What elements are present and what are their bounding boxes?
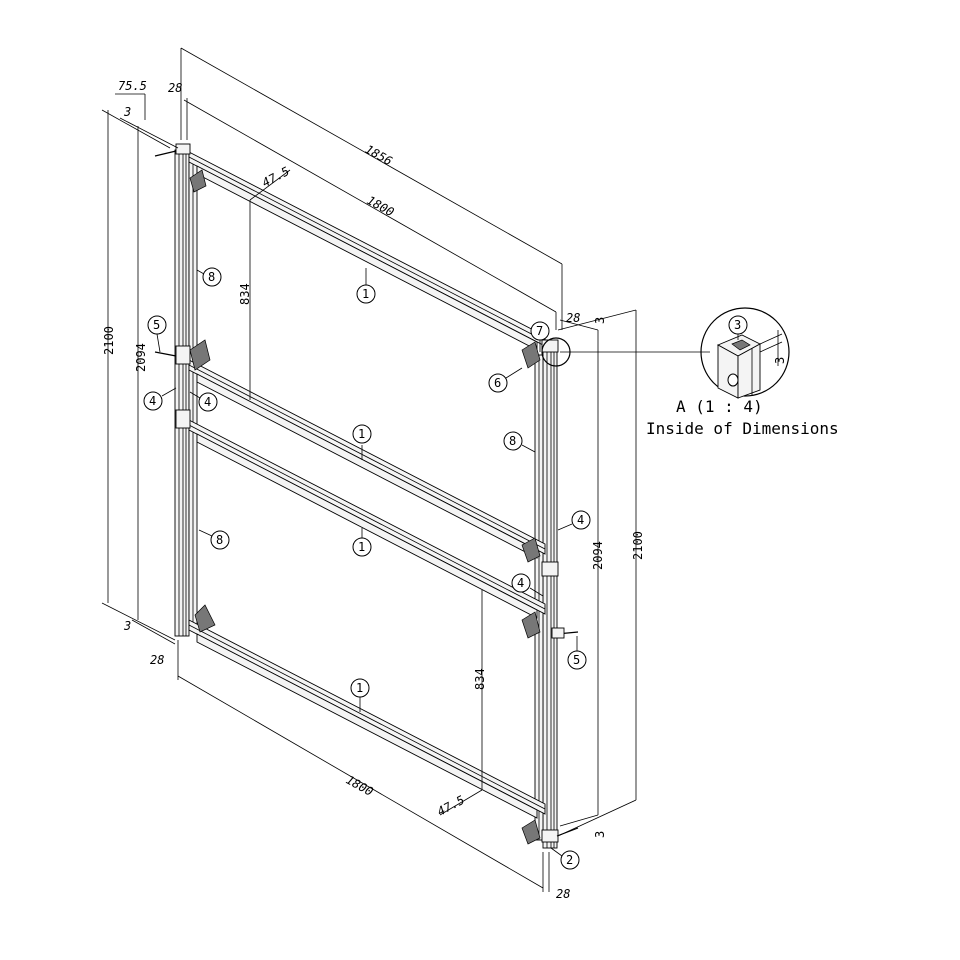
- svg-text:8: 8: [208, 270, 215, 284]
- dim-47-5-bottom: 47.5: [435, 793, 467, 819]
- right-top-cap: [541, 339, 559, 353]
- svg-text:1: 1: [356, 681, 363, 695]
- detail-title: A (1 : 4): [676, 397, 763, 416]
- balloon-8-right: 8: [503, 431, 536, 453]
- detail-subtitle: Inside of Dimensions: [646, 419, 839, 438]
- gusset-left-top: [189, 169, 207, 193]
- detail-circle: [700, 307, 790, 397]
- left-top-cap: [175, 143, 191, 155]
- svg-text:5: 5: [153, 318, 160, 332]
- balloon-1-bottom: 1: [350, 678, 370, 712]
- balloon-4-right-upper: 4: [557, 510, 591, 531]
- balloon-7: 7: [530, 321, 550, 352]
- dim-2094-left: 2094: [134, 343, 148, 372]
- balloon-4-left-inner: 4: [189, 391, 218, 412]
- dim-834-top: 834: [238, 283, 252, 305]
- dim-28-bottom-left: 28: [150, 653, 164, 667]
- balloon-2: 2: [550, 847, 580, 870]
- balloon-3: 3: [728, 315, 748, 340]
- svg-text:8: 8: [509, 434, 516, 448]
- balloon-8-top-left: 8: [196, 267, 222, 287]
- svg-text:7: 7: [536, 324, 543, 338]
- dim-2100-right: 2100: [631, 531, 645, 560]
- top-rail: [188, 151, 546, 351]
- svg-text:3: 3: [734, 318, 741, 332]
- dim-834-bottom: 834: [473, 668, 487, 690]
- dim-1800-top: 1800: [364, 193, 396, 219]
- bottom-rail: [188, 619, 546, 819]
- balloon-5-right: 5: [567, 636, 587, 670]
- gusset-right-mid: [521, 537, 541, 563]
- gusset-left-mid: [189, 339, 211, 371]
- svg-text:5: 5: [573, 653, 580, 667]
- dim-1800-bottom: 1800: [343, 773, 375, 799]
- dim-47-5-top: 47.5: [260, 164, 292, 190]
- gusset-right-lower: [521, 611, 541, 639]
- dim-28-bottom-right: 28: [556, 887, 570, 901]
- dim-3-detail: 3: [773, 357, 787, 364]
- svg-text:4: 4: [204, 395, 211, 409]
- balloon-4-left-outer: 4: [143, 387, 177, 411]
- dimension-lines: [101, 47, 710, 892]
- svg-text:4: 4: [517, 576, 524, 590]
- dim-28-top-left: 28: [168, 81, 182, 95]
- balloon-1-mid-upper: 1: [352, 424, 372, 460]
- balloon-8-bottom-left: 8: [198, 529, 230, 550]
- svg-text:8: 8: [216, 533, 223, 547]
- left-top-handle: [154, 150, 177, 157]
- balloon-5-left: 5: [147, 315, 167, 353]
- svg-text:1: 1: [362, 287, 369, 301]
- right-bottom-cap: [541, 829, 559, 843]
- right-upright-post: [534, 344, 558, 849]
- svg-text:1: 1: [358, 427, 365, 441]
- dim-75-5: 75.5: [118, 79, 147, 93]
- dim-1856: 1856: [363, 142, 395, 168]
- dim-2100-left: 2100: [102, 326, 116, 355]
- svg-text:4: 4: [577, 513, 584, 527]
- balloon-6: 6: [488, 367, 523, 393]
- left-mid-hinge: [175, 345, 191, 365]
- frame-structure: [154, 143, 579, 849]
- gusset-right-bottom: [521, 819, 541, 845]
- balloon-1-top: 1: [356, 268, 376, 304]
- right-mid-hinge: [541, 561, 559, 577]
- svg-text:6: 6: [494, 376, 501, 390]
- svg-text:4: 4: [149, 394, 156, 408]
- dim-3-bottom-right: 3: [593, 831, 607, 838]
- gusset-left-bottom: [194, 604, 216, 633]
- left-lower-hinge: [175, 409, 191, 429]
- dim-3-bottom-left: 3: [123, 619, 131, 633]
- gusset-right-top: [521, 341, 541, 369]
- svg-text:1: 1: [358, 540, 365, 554]
- right-latch: [551, 627, 565, 639]
- detail-callout-marker: [541, 337, 571, 367]
- left-upright-post: [174, 149, 198, 637]
- left-mid-handle: [154, 351, 177, 357]
- part-balloons: 1 1 1 1 2 4 4: [143, 267, 591, 870]
- dim-3-top-left: 3: [123, 105, 131, 119]
- dim-3-top-right: 3: [593, 317, 607, 324]
- balloon-4-right-lower: 4: [511, 573, 544, 597]
- detail-view-a: 3 3 A (1 : 4) Inside of Dimensions: [646, 307, 839, 438]
- dim-2094-right: 2094: [591, 541, 605, 570]
- dim-28-top-right: 28: [566, 311, 580, 325]
- middle-rail-upper: [188, 359, 546, 559]
- balloon-1-mid-lower: 1: [352, 528, 372, 557]
- svg-text:2: 2: [566, 853, 573, 867]
